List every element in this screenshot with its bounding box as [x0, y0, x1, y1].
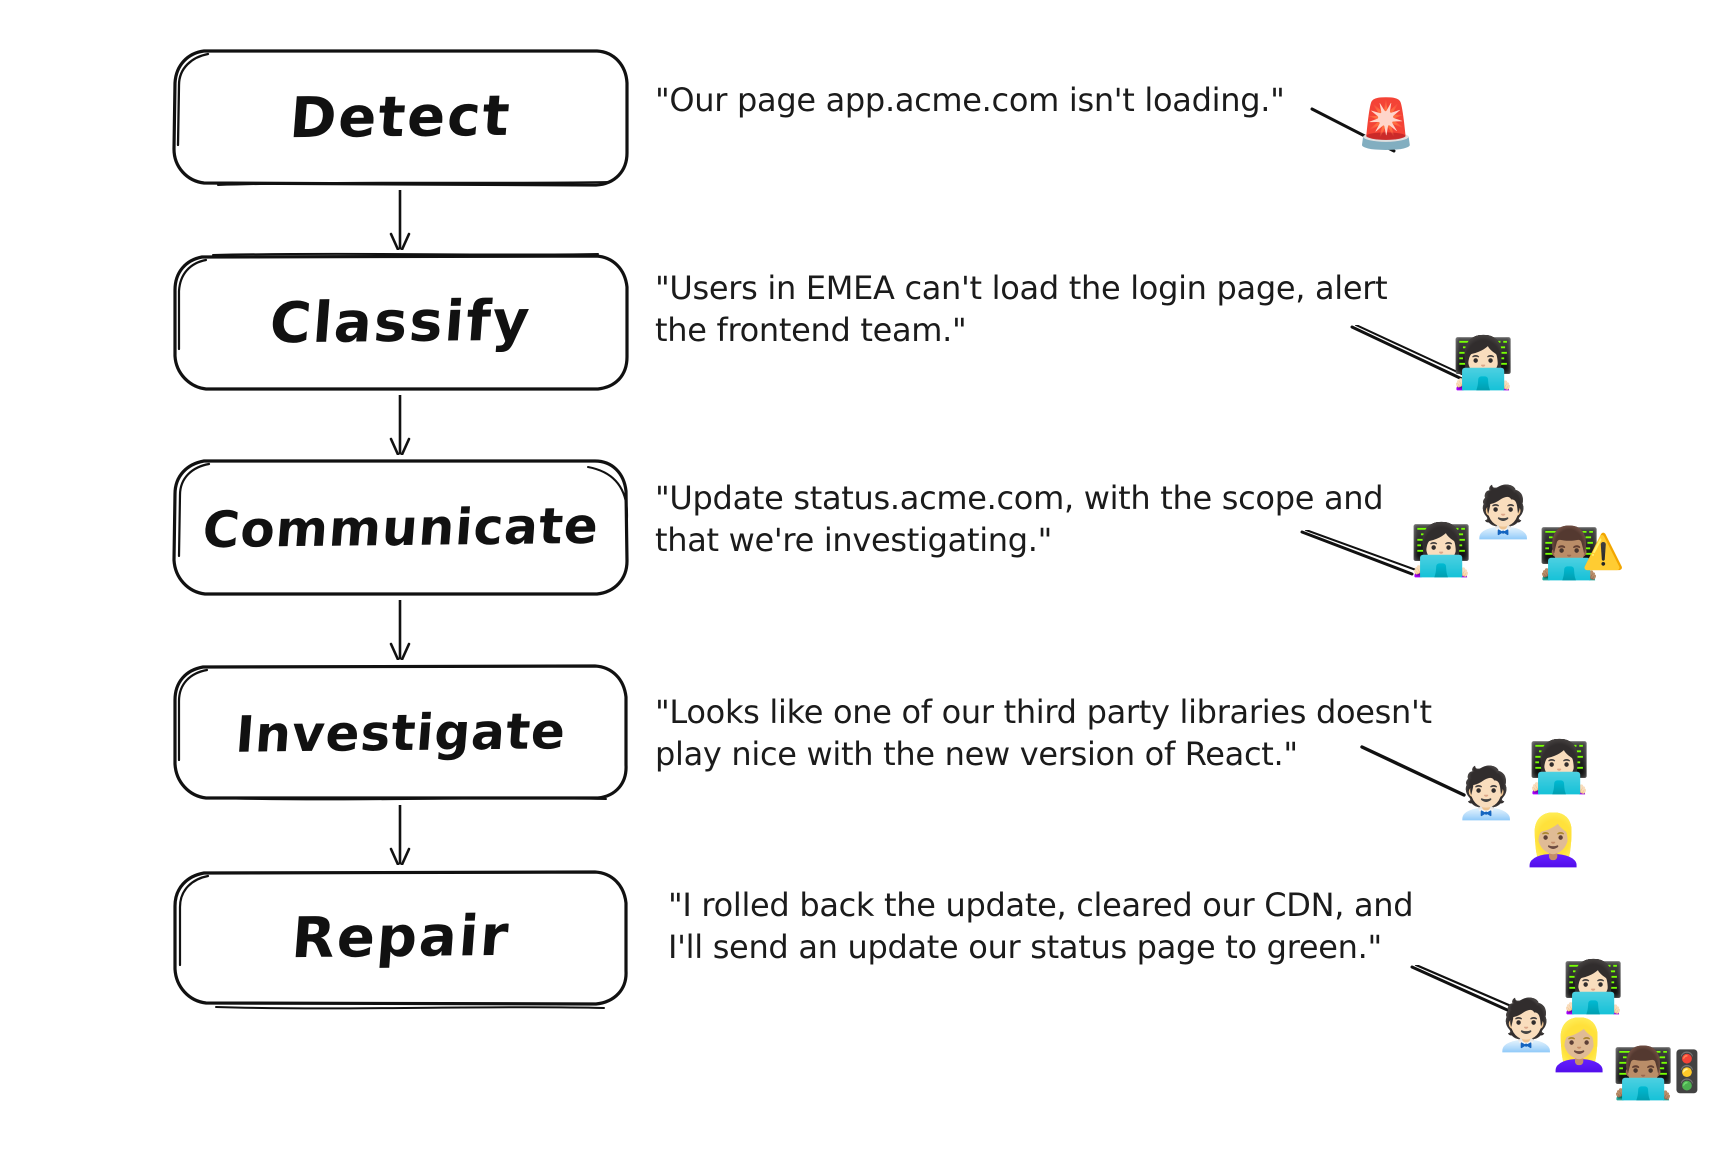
flow-label-classify: Classify: [267, 288, 534, 357]
annotation-line: "Looks like one of our third party libra…: [655, 693, 1432, 731]
actor-woman-technologist-icon: 👩🏻‍💻: [1562, 958, 1625, 1016]
flow-box-investigate[interactable]: Investigate: [168, 660, 633, 805]
annotation-line: the frontend team.": [655, 310, 967, 349]
actor-office-worker-icon: 🧑🏻‍💼: [1455, 764, 1518, 822]
flow-label-repair: Repair: [288, 903, 512, 972]
annotation-line: I'll send an update our status page to g…: [668, 927, 1382, 966]
actor-blonde-woman-technologist-icon: 👱🏼‍♀️: [1548, 1016, 1611, 1074]
flow-box-repair[interactable]: Repair: [168, 865, 633, 1010]
annotation-line: play nice with the new version of React.…: [655, 734, 1298, 773]
annotation-investigate: "Looks like one of our third party libra…: [655, 692, 1432, 775]
actor-woman-technologist-icon: 👩🏻‍💻: [1528, 738, 1591, 796]
flow-box-detect[interactable]: Detect: [168, 45, 633, 190]
annotation-detect: "Our page app.acme.com isn't loading.": [655, 80, 1285, 122]
flow-label-detect: Detect: [287, 83, 514, 152]
actor-blonde-woman-technologist-icon: 👱🏼‍♀️: [1522, 811, 1585, 869]
actor-warning-triangle-icon: ⚠️: [1582, 532, 1625, 572]
actor-police-car-light-icon: 🚨: [1356, 96, 1416, 152]
flow-label-communicate: Communicate: [200, 496, 601, 559]
actor-office-worker-icon: 🧑🏻‍💼: [1472, 483, 1535, 541]
annotation-line: that we're investigating.": [655, 520, 1053, 559]
flow-box-communicate[interactable]: Communicate: [168, 455, 633, 600]
actor-woman-technologist-icon: 👩🏻‍💻: [1452, 334, 1515, 392]
annotation-classify: "Users in EMEA can't load the login page…: [655, 268, 1388, 351]
actor-man-technologist-icon: 👨🏽‍💻: [1612, 1044, 1675, 1102]
annotation-line: "Update status.acme.com, with the scope …: [655, 479, 1384, 517]
flow-box-classify[interactable]: Classify: [168, 250, 633, 395]
actor-traffic-light-icon: 🚦: [1662, 1049, 1712, 1095]
annotation-line: "I rolled back the update, cleared our C…: [668, 886, 1414, 924]
actor-woman-technologist-icon: 👩🏻‍💻: [1410, 521, 1473, 579]
annotation-line: "Our page app.acme.com isn't loading.": [655, 81, 1285, 119]
flow-label-investigate: Investigate: [233, 701, 568, 764]
actor-man-technologist-icon: 👨🏽‍💻: [1538, 524, 1601, 582]
annotation-line: "Users in EMEA can't load the login page…: [655, 269, 1388, 307]
annotation-communicate: "Update status.acme.com, with the scope …: [655, 478, 1384, 561]
annotation-repair: "I rolled back the update, cleared our C…: [668, 885, 1414, 968]
